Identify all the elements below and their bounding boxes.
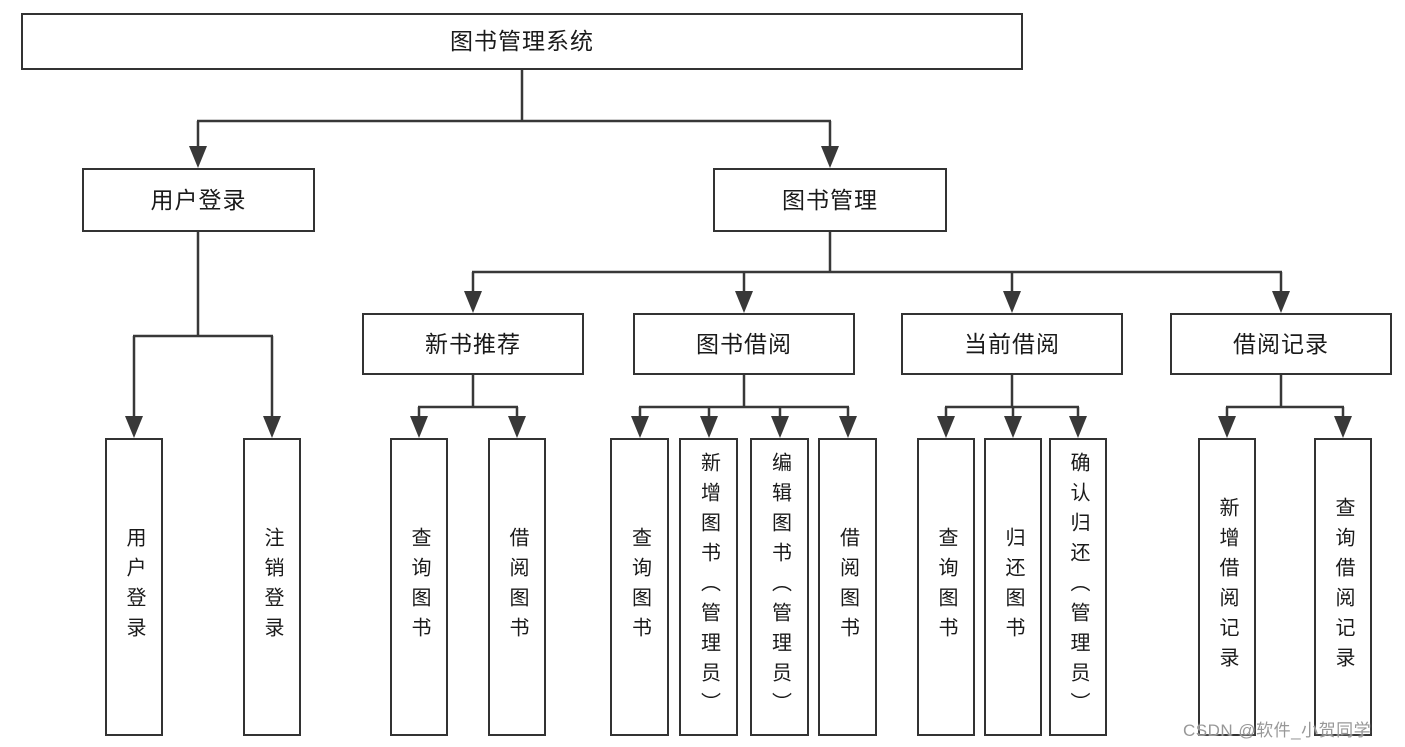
- arrow-down-icon: [1004, 416, 1022, 438]
- arrow-down-icon: [771, 416, 789, 438]
- arrow-down-icon: [189, 146, 207, 168]
- arrow-down-icon: [508, 416, 526, 438]
- node-label: 新增借阅记录: [1216, 497, 1238, 677]
- arrow-down-icon: [839, 416, 857, 438]
- leaf-user-login: 用户登录: [105, 438, 163, 736]
- arrow-down-icon: [700, 416, 718, 438]
- arrow-down-icon: [821, 146, 839, 168]
- arrow-down-icon: [1069, 416, 1087, 438]
- arrow-down-icon: [410, 416, 428, 438]
- node-label: 图书管理系统: [450, 28, 594, 54]
- node-label: 用户登录: [123, 527, 145, 647]
- leaf-add-borrow-record: 新增借阅记录: [1198, 438, 1256, 736]
- arrow-down-icon: [631, 416, 649, 438]
- arrow-down-icon: [1272, 291, 1290, 313]
- node-label: 当前借阅: [964, 330, 1060, 357]
- leaf-confirm-return-admin: 确认归还（管理员）: [1049, 438, 1107, 736]
- node-label: 用户登录: [150, 186, 247, 213]
- arrow-down-icon: [1003, 291, 1021, 313]
- node-label: 借阅记录: [1233, 330, 1329, 357]
- node-label: 归还图书: [1002, 527, 1024, 647]
- leaf-return-book: 归还图书: [984, 438, 1042, 736]
- leaf-add-book-admin: 新增图书（管理员）: [679, 438, 738, 736]
- leaf-query-book-current: 查询图书: [917, 438, 975, 736]
- node-new-book-recommend: 新书推荐: [362, 313, 584, 375]
- node-label: 编辑图书（管理员）: [768, 452, 791, 722]
- arrow-down-icon: [1334, 416, 1352, 438]
- node-label: 借阅图书: [506, 527, 528, 647]
- node-borrowing-records: 借阅记录: [1170, 313, 1392, 375]
- connector-user-login-to-leaves: [125, 232, 281, 438]
- node-label: 查询图书: [628, 527, 651, 647]
- node-label: 确认归还（管理员）: [1067, 452, 1089, 722]
- leaf-logout: 注销登录: [243, 438, 301, 736]
- arrow-down-icon: [937, 416, 955, 438]
- connector-book-borrow-to-leaves: [631, 375, 857, 438]
- arrow-down-icon: [125, 416, 143, 438]
- node-label: 图书借阅: [696, 330, 792, 357]
- node-user-login: 用户登录: [82, 168, 315, 232]
- node-label: 图书管理: [782, 186, 878, 213]
- leaf-query-book-borrowing: 查询图书: [610, 438, 669, 736]
- connector-book-mgmt-to-level3: [464, 232, 1290, 313]
- node-book-management: 图书管理: [713, 168, 947, 232]
- arrow-down-icon: [464, 291, 482, 313]
- node-label: 新书推荐: [425, 330, 521, 357]
- arrow-down-icon: [735, 291, 753, 313]
- connector-new-book-to-leaves: [410, 375, 526, 438]
- arrow-down-icon: [1218, 416, 1236, 438]
- leaf-query-borrow-record: 查询借阅记录: [1314, 438, 1372, 736]
- connector-root-to-level2: [189, 70, 839, 168]
- node-label: 查询图书: [408, 527, 430, 647]
- connector-current-borrow-to-leaves: [937, 375, 1087, 438]
- leaf-borrow-book: 借阅图书: [818, 438, 877, 736]
- leaf-query-book-recommend: 查询图书: [390, 438, 448, 736]
- node-root-system: 图书管理系统: [21, 13, 1023, 70]
- node-label: 查询图书: [935, 527, 957, 647]
- node-current-borrowing: 当前借阅: [901, 313, 1123, 375]
- node-book-borrowing: 图书借阅: [633, 313, 855, 375]
- node-label: 查询借阅记录: [1332, 497, 1354, 677]
- arrow-down-icon: [263, 416, 281, 438]
- leaf-edit-book-admin: 编辑图书（管理员）: [750, 438, 809, 736]
- csdn-watermark: CSDN @软件_小贺同学: [1183, 721, 1372, 740]
- node-label: 新增图书（管理员）: [697, 452, 720, 722]
- node-label: 注销登录: [261, 527, 283, 647]
- node-label: 借阅图书: [836, 527, 859, 647]
- leaf-borrow-book-recommend: 借阅图书: [488, 438, 546, 736]
- connector-borrow-records-to-leaves: [1218, 375, 1352, 438]
